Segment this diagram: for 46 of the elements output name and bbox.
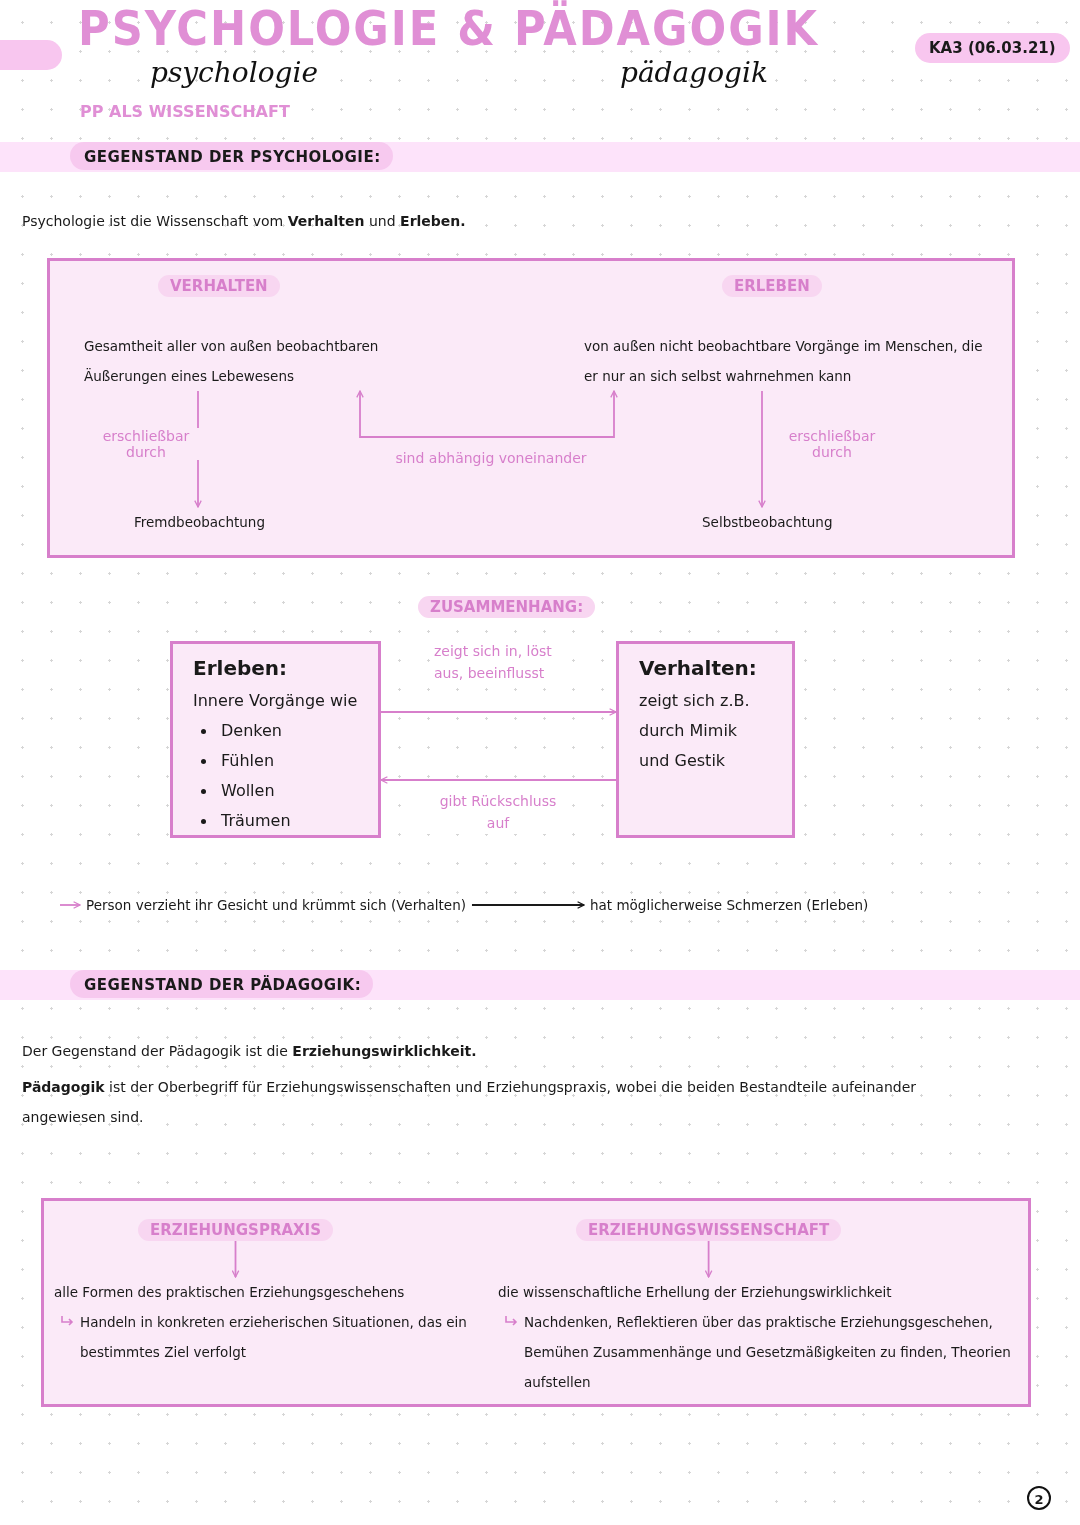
intro-sentence: Pädagogik ist der Oberbegriff für Erziehungswissenschaften und Erziehungspraxis, wobei die beiden Bestandteile aufeinander angewiesen sind. [22, 1078, 918, 1127]
list-item: Träumen [221, 811, 291, 830]
list-item: Denken [221, 721, 282, 740]
section-heading: GEGENSTAND DER PÄDAGOGIK: [70, 970, 374, 998]
script-title: psychologie [150, 56, 318, 89]
example-text: hat möglicherweise Schmerzen (Erleben) [584, 890, 875, 920]
category-tag: VERHALTEN [158, 275, 280, 297]
definition-text: alle Formen des praktischen Erziehungsgeschehens [54, 1283, 406, 1302]
list-item: Wollen [221, 781, 275, 800]
panel-background [41, 1198, 1031, 1407]
arrow [356, 390, 618, 438]
concept-box [616, 641, 795, 838]
arrow [231, 1240, 240, 1278]
intro-sentence: Der Gegenstand der Pädagogik ist die Erziehungswirklichkeit. [22, 1043, 477, 1059]
page-title: PSYCHOLOGIE & PÄDAGOGIK [78, 0, 820, 56]
concept-box [170, 641, 381, 838]
method-label: Fremdbeobachtung [134, 507, 265, 537]
arrow [59, 901, 81, 909]
definition-text: von außen nicht beobachtbare Vorgänge im Menschen, die er nur an sich selbst wahrnehmen kann [584, 331, 994, 391]
definition-text: die wissenschaftliche Erhellung der Erziehungswirklichkeit [498, 1283, 893, 1302]
category-tag: ERLEBEN [722, 275, 822, 297]
arrow [471, 901, 585, 909]
section-heading: GEGENSTAND DER PSYCHOLOGIE: [70, 142, 393, 170]
definition-text: Gesamtheit aller von außen beobachtbaren Äußerungen eines Lebewesens [84, 331, 404, 391]
category-tag: ERZIEHUNGSPRAXIS [138, 1219, 333, 1241]
category-tag: ERZIEHUNGSWISSENSCHAFT [576, 1219, 842, 1241]
list-item: Fühlen [221, 751, 275, 770]
example-text: Person verzieht ihr Gesicht und krümmt sich (Verhalten) [80, 890, 472, 920]
box-text: Innere Vorgänge wie [193, 690, 358, 712]
intro-sentence: Psychologie ist die Wissenschaft vom Verhalten und Erleben. [22, 213, 466, 229]
subtitle: PP ALS WISSENSCHAFT [80, 102, 290, 121]
arrow [758, 390, 766, 508]
panel-background [47, 258, 1015, 558]
body-text: Handeln in konkreten erzieherischen Situationen, das ein bestimmtes Ziel verfolgt [80, 1314, 467, 1360]
arrow [704, 1240, 713, 1278]
page-number: 2 [1027, 1486, 1051, 1510]
box-heading: Verhalten: [639, 656, 758, 680]
section-subheading: ZUSAMMENHANG: [418, 596, 596, 618]
arrow [380, 708, 617, 716]
box-heading: Erleben: [193, 656, 289, 680]
method-label: Selbstbeobachtung [702, 507, 833, 537]
body-text: Nachdenken, Reflektieren über das praktische Erziehungsgeschehen, Bemühen Zusammenhänge und Gesetzmäßigkeiten zu finden, Theorien aufstellen [524, 1314, 1011, 1390]
date-tag: KA3 (06.03.21) [915, 33, 1070, 63]
script-title: pädagogik [620, 56, 768, 89]
arrow [380, 776, 617, 784]
box-text: zeigt sich z.B. durch Mimik und Gestik [639, 690, 751, 772]
